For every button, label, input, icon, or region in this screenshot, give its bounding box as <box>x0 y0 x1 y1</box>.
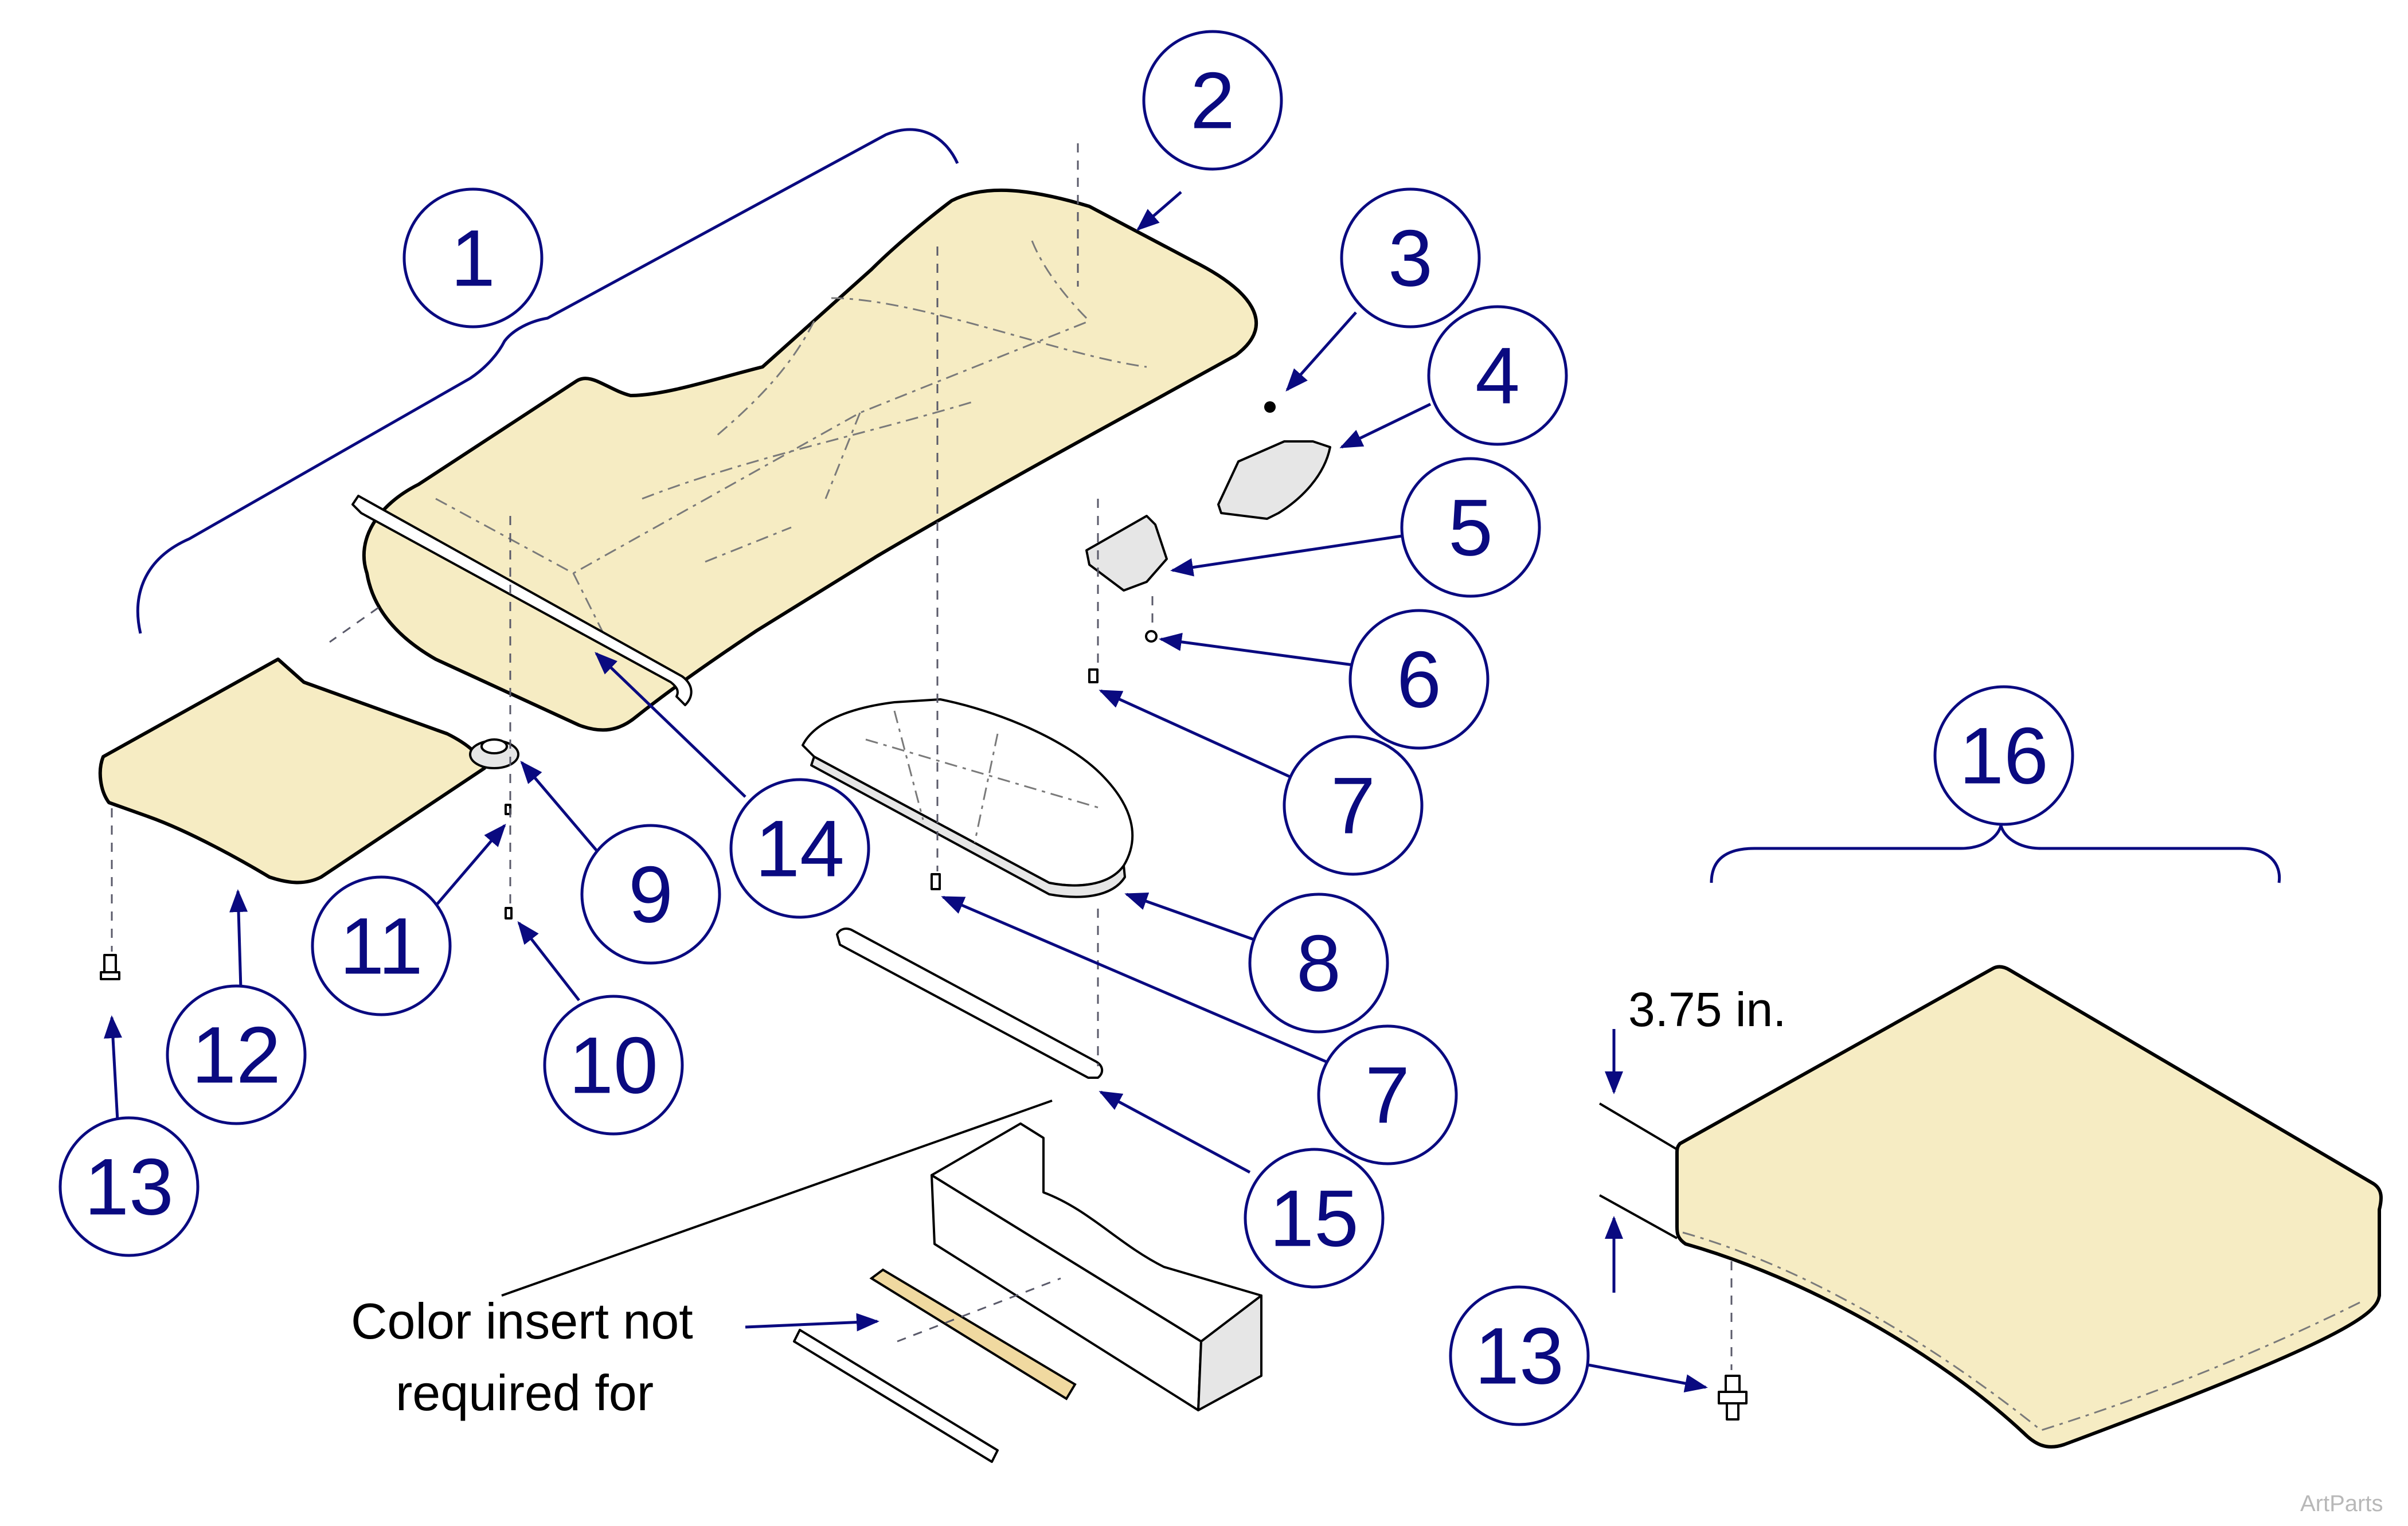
bracket-assembly-1 <box>136 128 959 634</box>
caption-line-1: Color insert not <box>351 1293 693 1349</box>
nut-6 <box>1145 630 1158 643</box>
fastener-13-left <box>100 954 120 980</box>
seat-rod <box>351 495 693 706</box>
color-insert-strip <box>869 1268 1077 1400</box>
housing-tray <box>802 698 1134 898</box>
cushion-block-edge <box>1682 1231 2363 1431</box>
svg-text:3: 3 <box>1388 213 1433 303</box>
bracket-assembly-16 <box>1710 825 2281 883</box>
callout-9: 9 <box>580 824 721 965</box>
screw-7-tray <box>931 873 941 890</box>
svg-text:11: 11 <box>339 901 423 991</box>
fastener-13-right <box>1718 1375 1748 1421</box>
bracket-5 <box>1085 515 1168 592</box>
svg-text:10: 10 <box>569 1020 658 1110</box>
svg-text:8: 8 <box>1296 918 1341 1008</box>
svg-text:6: 6 <box>1397 635 1441 725</box>
svg-text:9: 9 <box>628 850 673 940</box>
dimension-lines <box>1598 1029 1678 1293</box>
callout-3: 3 <box>1340 187 1481 328</box>
callout-7-tray: 7 <box>1317 1024 1458 1165</box>
svg-text:14: 14 <box>755 804 845 894</box>
svg-text:2: 2 <box>1190 56 1235 146</box>
callout-5: 5 <box>1400 457 1541 598</box>
svg-text:13: 13 <box>1475 1311 1564 1401</box>
svg-text:16: 16 <box>1959 711 2049 801</box>
svg-text:4: 4 <box>1475 331 1520 421</box>
callout-13-right: 13 <box>1449 1285 1590 1426</box>
callout-13-left: 13 <box>58 1116 200 1257</box>
nut-3 <box>1264 401 1276 413</box>
callout-7-bracket: 7 <box>1283 735 1424 876</box>
bushing-part <box>469 738 519 769</box>
callout-1: 1 <box>402 187 544 328</box>
callout-16: 16 <box>1933 685 2074 826</box>
caption-leader <box>501 1099 1053 1297</box>
caption-line-2: required for <box>396 1364 654 1421</box>
leader-lines <box>104 191 1708 1392</box>
insert-rail <box>793 1329 999 1463</box>
seat-cushion <box>362 188 1258 732</box>
callout-4: 4 <box>1427 305 1568 446</box>
svg-text:7: 7 <box>1365 1050 1410 1140</box>
svg-text:1: 1 <box>451 213 495 303</box>
color-insert-drawer <box>931 1122 1262 1411</box>
svg-text:12: 12 <box>191 1010 281 1100</box>
svg-text:15: 15 <box>1269 1173 1359 1263</box>
cover-4 <box>1217 440 1331 520</box>
dimension-label: 3.75 in. <box>1628 983 1787 1036</box>
svg-text:13: 13 <box>84 1142 174 1232</box>
cushion-block <box>1675 965 2383 1449</box>
callout-11: 11 <box>311 875 452 1016</box>
callout-10: 10 <box>543 995 684 1136</box>
svg-text:5: 5 <box>1448 483 1493 573</box>
callout-8: 8 <box>1248 893 1389 1034</box>
callout-14: 14 <box>729 778 870 919</box>
svg-text:7: 7 <box>1331 761 1375 851</box>
callout-15: 15 <box>1244 1148 1385 1289</box>
screw-7-bracket <box>1088 668 1099 683</box>
callout-6: 6 <box>1348 609 1490 750</box>
screw-10 <box>505 907 513 919</box>
callout-12: 12 <box>166 984 307 1125</box>
center-lines <box>111 143 1733 1370</box>
small-pad <box>98 658 486 885</box>
rod-15 <box>836 928 1104 1079</box>
callout-2: 2 <box>1142 30 1283 171</box>
watermark: ArtParts <box>2300 1491 2383 1516</box>
